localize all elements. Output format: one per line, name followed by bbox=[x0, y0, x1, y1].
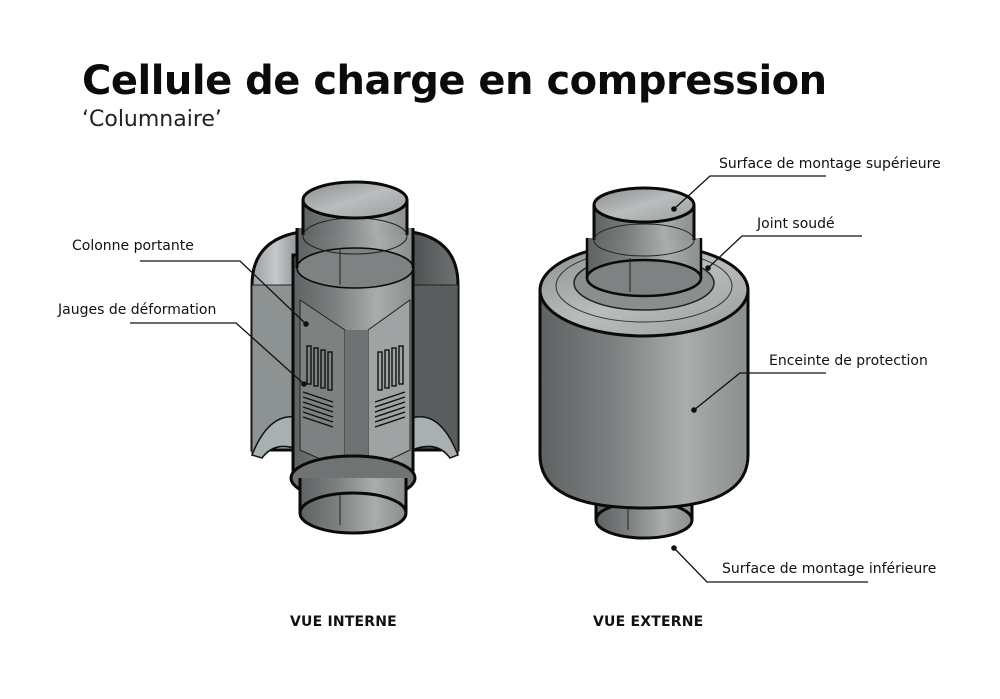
callout-welded-joint: Joint soudé bbox=[757, 216, 835, 232]
callout-strain-gauges: Jauges de déformation bbox=[58, 302, 217, 318]
caption-external-view: VUE EXTERNE bbox=[593, 614, 704, 630]
external-view-illustration bbox=[538, 175, 868, 583]
diagram-title: Cellule de charge en compression bbox=[82, 58, 827, 104]
callout-protective-enclosure: Enceinte de protection bbox=[769, 353, 928, 369]
caption-internal-view: VUE INTERNE bbox=[290, 614, 397, 630]
strain-gauge-right bbox=[374, 345, 406, 428]
diagram-subtitle: ‘Columnaire’ bbox=[82, 107, 222, 132]
callout-top-mounting-surface: Surface de montage supérieure bbox=[719, 156, 941, 172]
strain-gauge-left bbox=[302, 345, 334, 428]
internal-view-illustration bbox=[130, 180, 460, 535]
callout-bottom-mounting-surface: Surface de montage inférieure bbox=[722, 561, 937, 577]
callout-load-column: Colonne portante bbox=[72, 238, 194, 254]
